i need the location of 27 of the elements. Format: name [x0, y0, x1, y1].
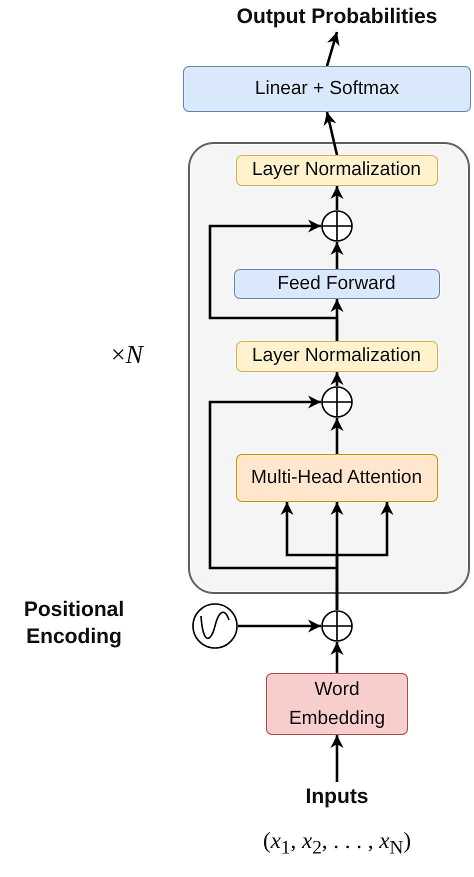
arrow	[330, 418, 344, 454]
sum-circle	[320, 210, 352, 242]
multiplier-label: ×N	[110, 339, 146, 371]
arrow	[238, 620, 321, 632]
arrow	[326, 32, 340, 66]
sum-circle	[320, 386, 352, 418]
feed-forward-box: Feed Forward	[234, 268, 440, 298]
arrow	[330, 186, 344, 210]
arrow	[330, 242, 344, 269]
encoder-block	[188, 142, 470, 594]
arrow	[330, 372, 344, 386]
word-embedding-box: Word Embedding	[266, 673, 408, 735]
layer-norm-box: Layer Normalization	[236, 340, 438, 372]
arrow	[208, 220, 338, 341]
linear-softmax-box: Linear + Softmax	[183, 66, 471, 112]
layer-norm-box: Layer Normalization	[236, 154, 438, 186]
arrow	[324, 112, 338, 156]
input-sequence-label: (x$_{1}$, x$_{2}$, . . . , x$_{N}$)	[262, 828, 412, 860]
arrow	[330, 642, 344, 673]
arrow	[330, 735, 344, 782]
arrow	[208, 396, 338, 610]
attention-box: Multi-Head Attention	[236, 454, 438, 502]
inputs-label: Inputs	[277, 782, 397, 812]
positional-encoding-label: Positional Encoding	[22, 597, 126, 650]
output-label: Output Probabilities	[207, 2, 467, 32]
sine-wave-circle	[192, 603, 238, 649]
sum-circle	[321, 610, 353, 642]
